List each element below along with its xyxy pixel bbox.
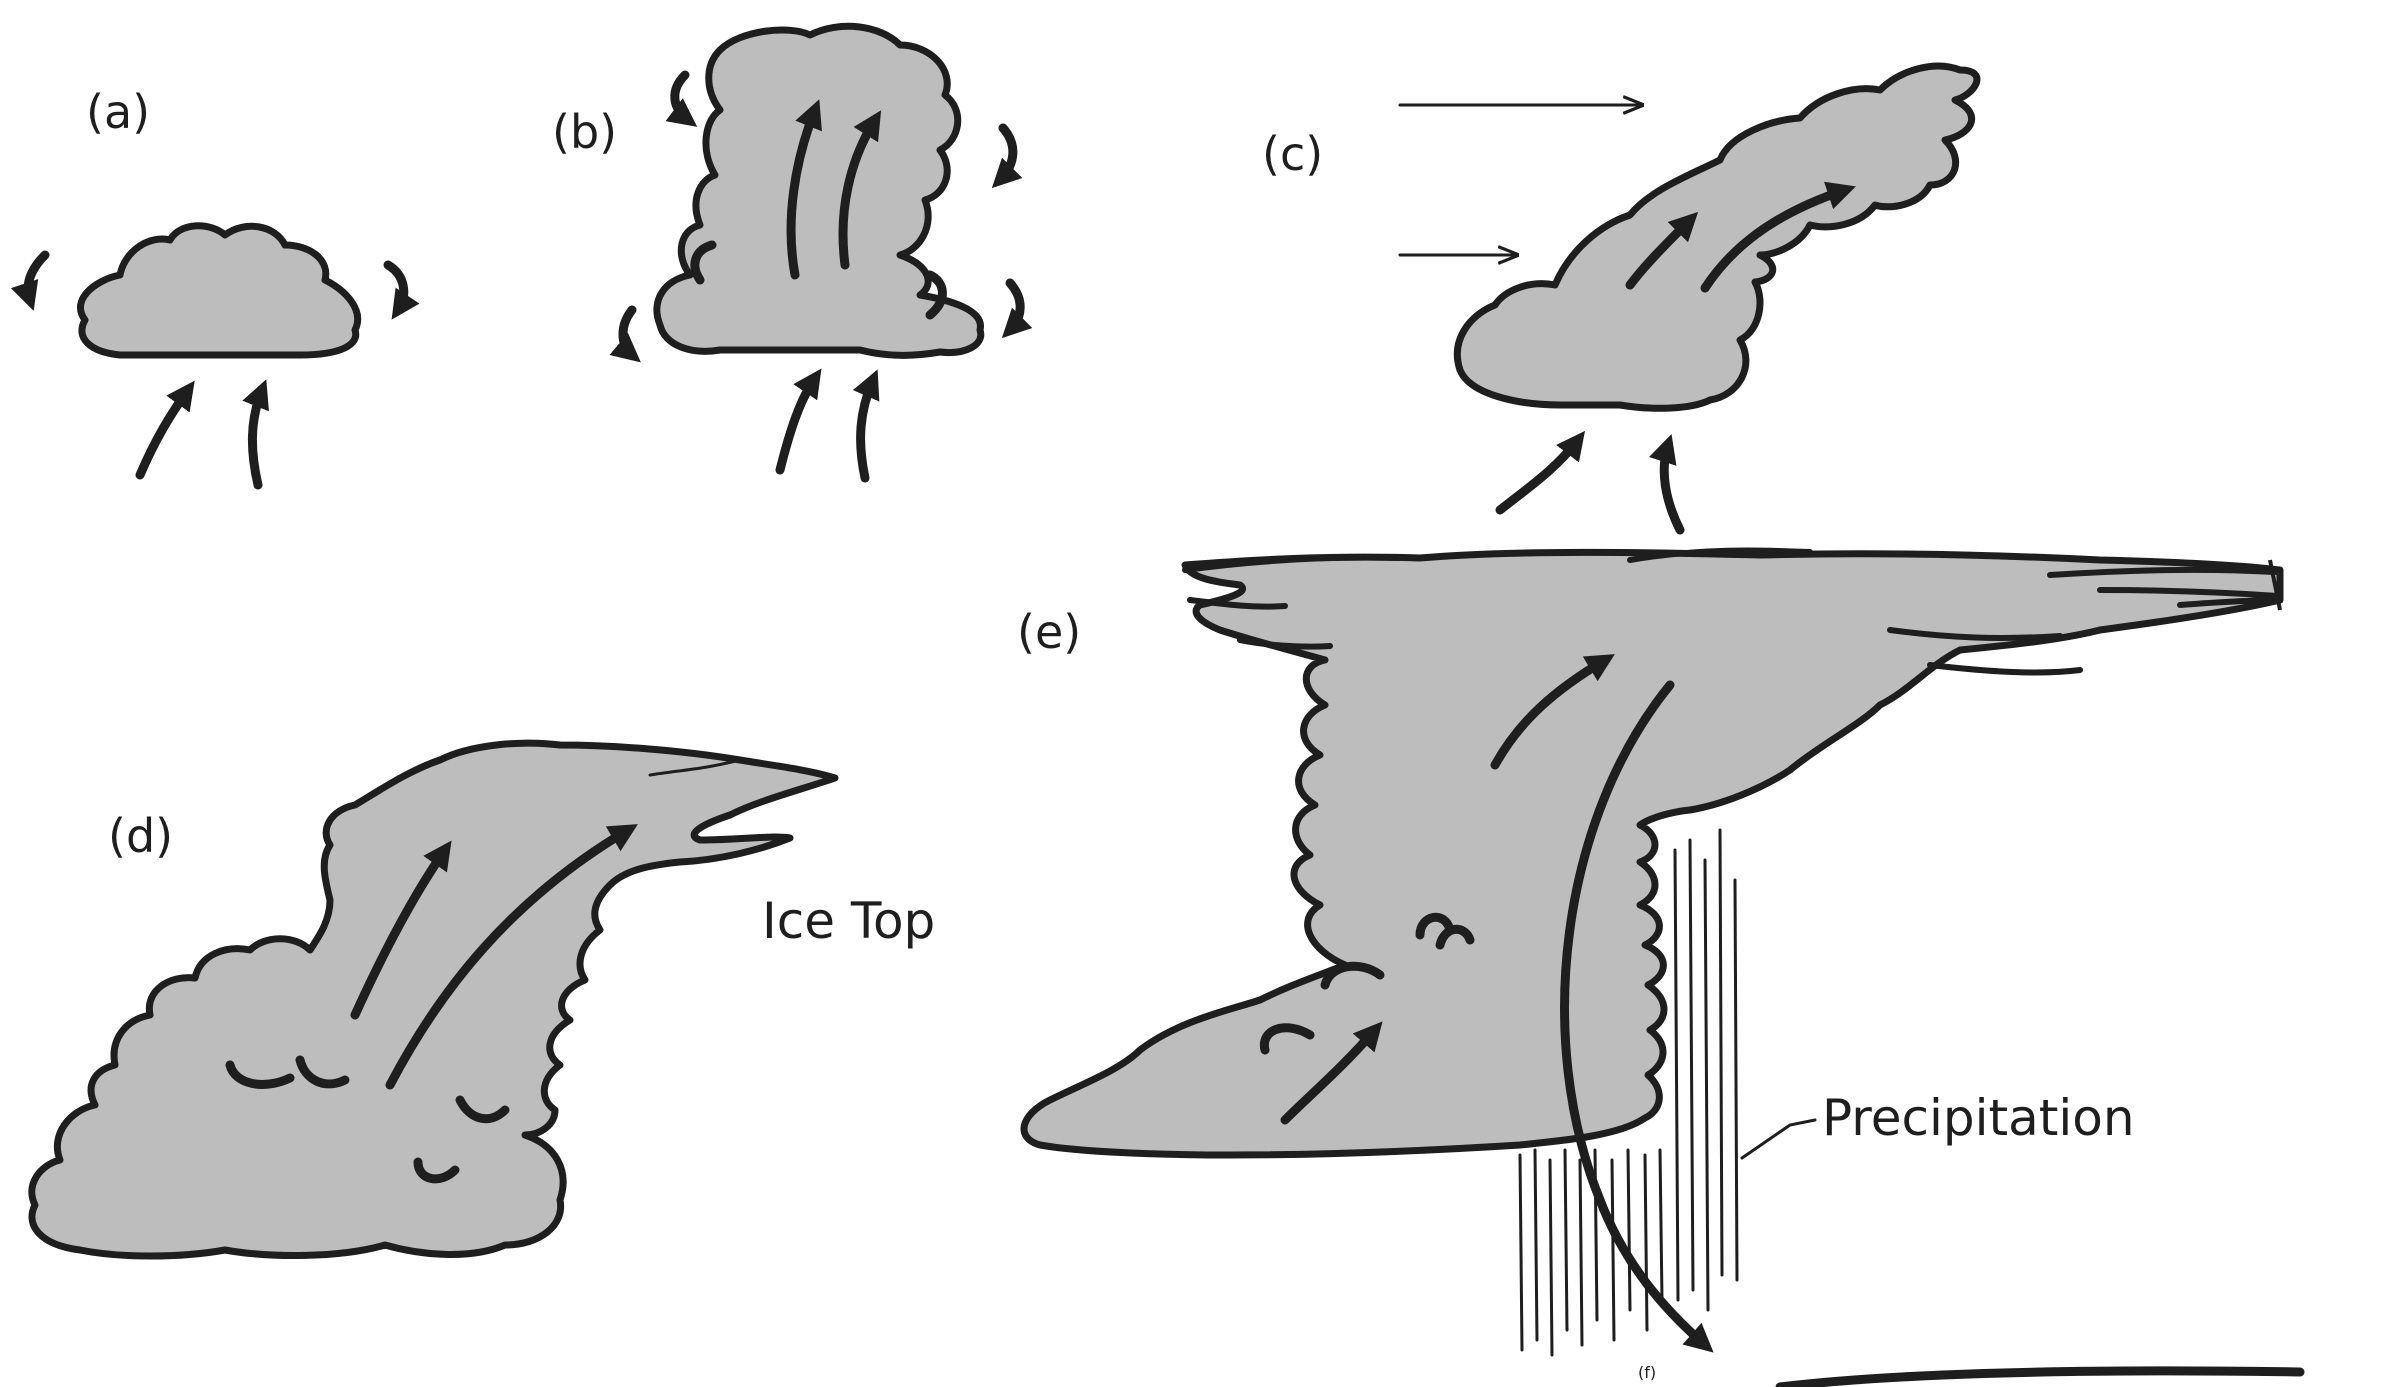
panel-d-label: (d) — [108, 809, 173, 863]
precipitation-annotation: Precipitation — [1822, 1089, 2135, 1147]
panel-c-updraft-below-right — [1664, 445, 1680, 530]
panel-b-updraft-below-right — [861, 380, 873, 478]
panel-b-eddy-top-right — [1000, 128, 1013, 180]
panel-a-label: (a) — [86, 85, 150, 139]
panel-b-cloud — [657, 26, 981, 355]
panel-e: (e) — [1017, 550, 2280, 1355]
panel-f-label: (f) — [1638, 1363, 1656, 1382]
panel-d: (d) Ice Top — [32, 743, 935, 1256]
panel-b-eddy-bottom-left — [623, 310, 632, 355]
panel-b-label: (b) — [552, 105, 617, 159]
panel-b-eddy-bottom-right — [1010, 283, 1020, 330]
anvil-streak-6 — [1930, 665, 2080, 672]
panel-b-eddy-top-left — [675, 75, 688, 120]
panel-a-updraft-arrow-left — [140, 390, 188, 475]
panel-a: (a) — [28, 85, 404, 485]
panel-b-updraft-below-left — [780, 378, 815, 470]
panel-e-cloud — [1024, 552, 2280, 1155]
panel-a-updraft-arrow-right — [252, 390, 262, 485]
panel-a-cloud — [80, 226, 357, 355]
panel-c: (c) — [1262, 66, 1977, 530]
panel-a-eddy-left — [28, 255, 45, 300]
panel-c-updraft-below-left — [1500, 440, 1578, 510]
panel-c-label: (c) — [1262, 127, 1323, 181]
precipitation-leader-line — [1742, 1120, 1815, 1158]
ice-top-annotation: Ice Top — [762, 892, 935, 950]
panel-a-eddy-right — [388, 265, 404, 310]
panel-e-label: (e) — [1017, 605, 1081, 659]
panel-c-cloud — [1457, 66, 1977, 408]
panel-f: (f) — [1638, 1363, 2300, 1387]
panel-b: (b) — [552, 26, 1020, 478]
panel-f-cloud-edge — [1780, 1371, 2300, 1387]
